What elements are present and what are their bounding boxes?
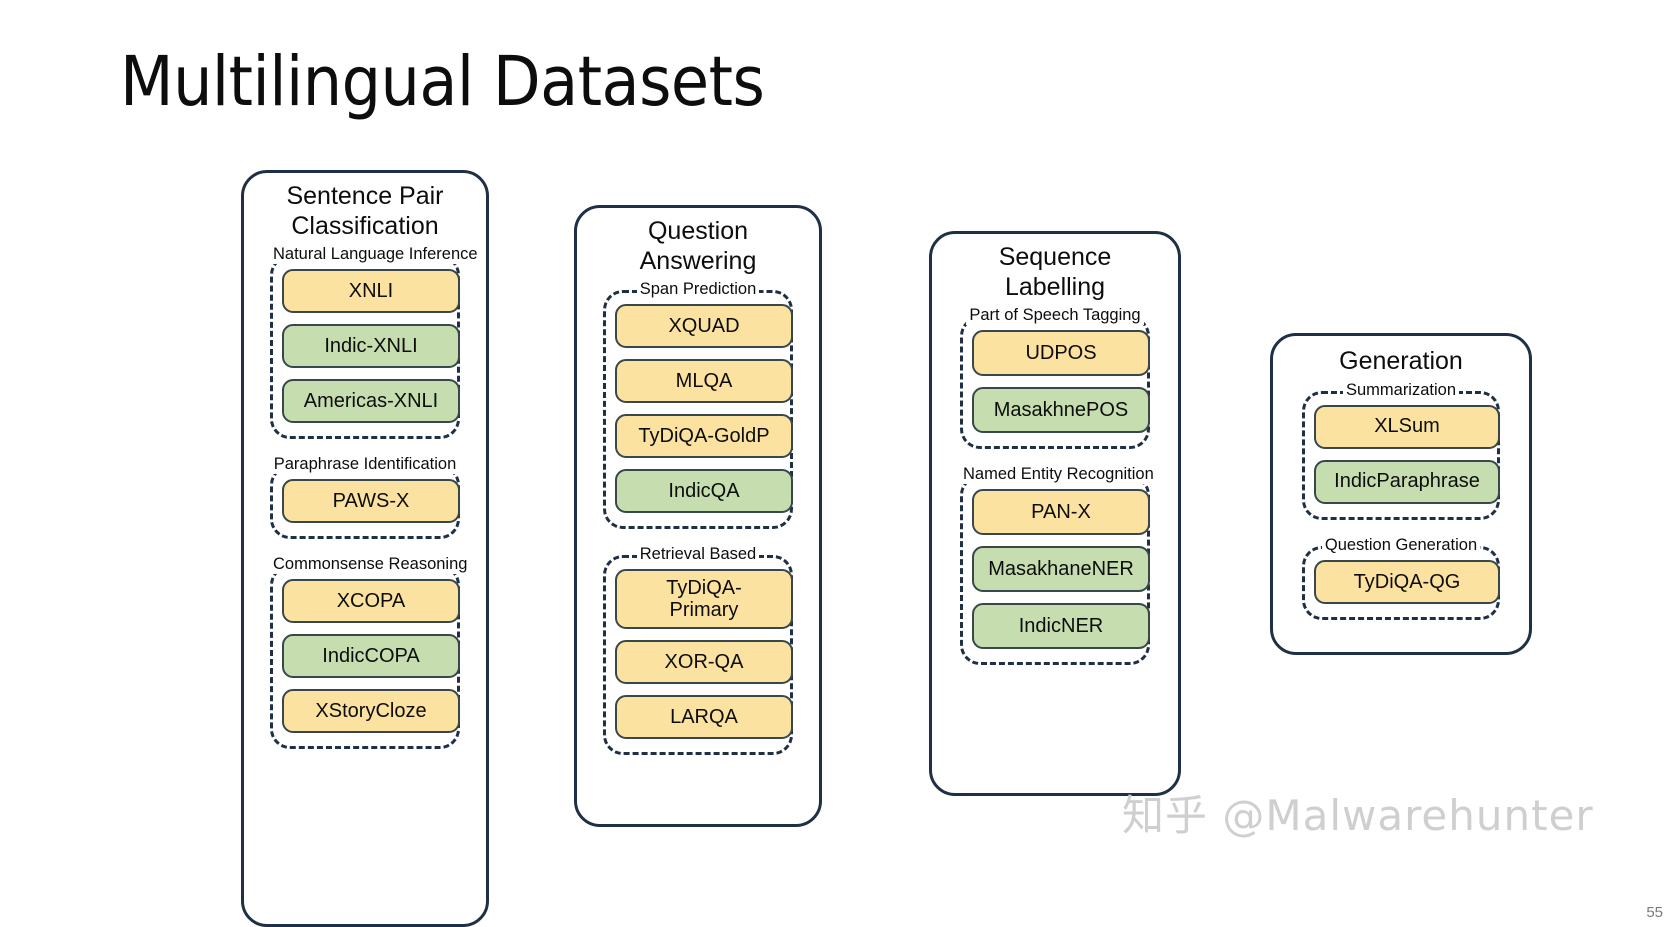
subgroup-label: Retrieval Based — [636, 545, 760, 565]
subgroup-label: Commonsense Reasoning — [270, 555, 471, 575]
dataset-pill[interactable]: XNLI — [282, 269, 460, 314]
dataset-pill[interactable]: XQUAD — [615, 304, 793, 349]
category-title: Generation — [1339, 347, 1463, 375]
dataset-pill[interactable]: IndicQA — [615, 469, 793, 514]
subgroup-label: Summarization — [1342, 380, 1460, 400]
dataset-pill[interactable]: TyDiQA-QG — [1314, 559, 1500, 604]
dataset-pill[interactable]: XCOPA — [282, 579, 460, 624]
subgroup-dashed-box: XCOPA IndicCOPA XStoryCloze — [270, 565, 460, 750]
dataset-pill[interactable]: TyDiQA- Primary — [615, 569, 793, 630]
subgroup-dashed-box: TyDiQA-QG — [1302, 545, 1500, 620]
category-title: Sequence Labelling — [998, 243, 1112, 301]
dataset-pill[interactable]: Americas-XNLI — [282, 379, 460, 424]
category-title: Question Answering — [639, 217, 757, 275]
dataset-pill[interactable]: IndicCOPA — [282, 634, 460, 679]
dataset-pill[interactable]: MasakhaneNER — [972, 546, 1150, 593]
dataset-pill[interactable]: LARQA — [615, 695, 793, 740]
dataset-pill[interactable]: MLQA — [615, 359, 793, 404]
dataset-pill[interactable]: UDPOS — [972, 330, 1150, 377]
dataset-pill[interactable]: XStoryCloze — [282, 689, 460, 734]
dataset-pill[interactable]: PAN-X — [972, 489, 1150, 536]
dataset-pill[interactable]: IndicParaphrase — [1314, 459, 1500, 504]
subgroup-label: Natural Language Inference — [270, 245, 481, 265]
watermark: 知乎 @Malwarehunter — [1122, 791, 1594, 840]
subgroup-dashed-box: XNLI Indic-XNLI Americas-XNLI — [270, 255, 460, 440]
subgroup-label: Paraphrase Identification — [270, 455, 460, 475]
page-number: 55 — [1646, 904, 1663, 921]
category-title: Sentence Pair Classification — [286, 182, 444, 240]
subgroup-label: Part of Speech Tagging — [966, 306, 1144, 326]
page-title: Multilingual Datasets — [120, 42, 765, 122]
subgroup-label: Question Generation — [1321, 535, 1481, 555]
dataset-pill[interactable]: IndicNER — [972, 603, 1150, 650]
subgroup-label: Named Entity Recognition — [960, 465, 1157, 485]
subgroup-label: Span Prediction — [636, 280, 760, 300]
subgroup-dashed-box: UDPOS MasakhnePOS — [960, 316, 1150, 450]
dataset-pill[interactable]: TyDiQA-GoldP — [615, 414, 793, 459]
subgroup-dashed-box: PAN-X MasakhaneNER IndicNER — [960, 475, 1150, 666]
subgroup-dashed-box: XQUAD MLQA TyDiQA-GoldP IndicQA — [603, 290, 793, 530]
dataset-pill[interactable]: Indic-XNLI — [282, 324, 460, 369]
dataset-pill[interactable]: XLSum — [1314, 404, 1500, 449]
dataset-pill[interactable]: XOR-QA — [615, 640, 793, 685]
dataset-pill[interactable]: PAWS-X — [282, 479, 460, 524]
dataset-pill[interactable]: MasakhnePOS — [972, 387, 1150, 434]
subgroup-dashed-box: PAWS-X — [270, 465, 460, 540]
